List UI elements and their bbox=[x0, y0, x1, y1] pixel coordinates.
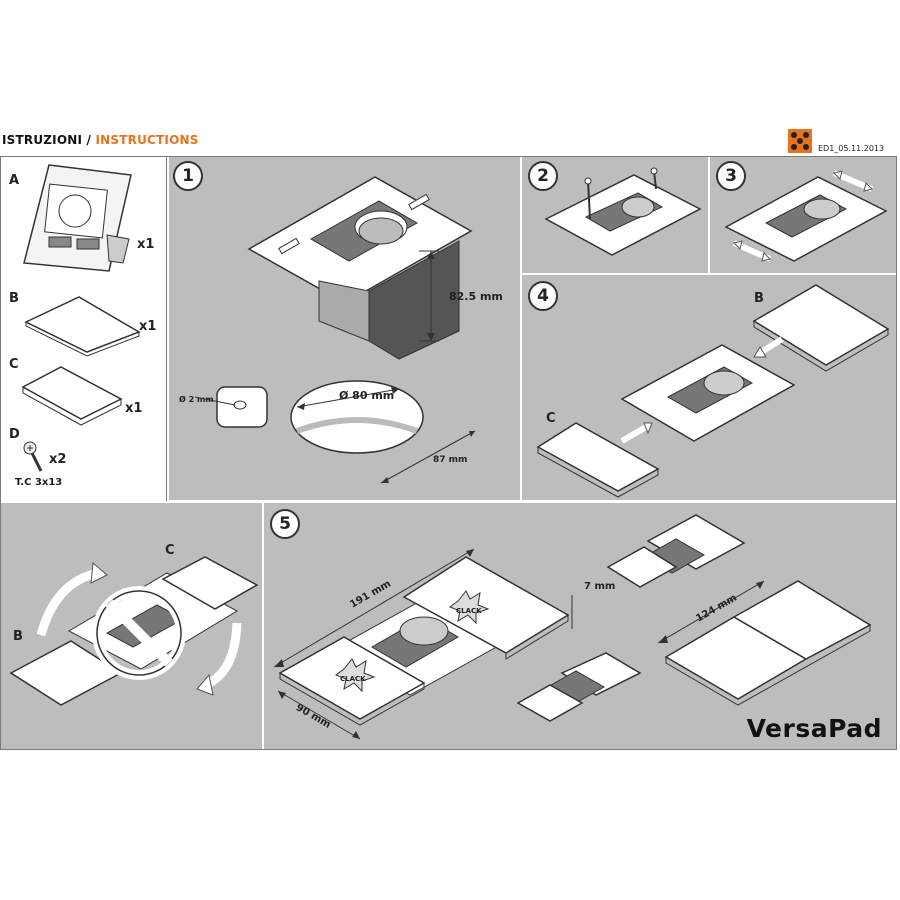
removal-cover-c-label: C bbox=[165, 543, 175, 558]
step-4-number: 4 bbox=[528, 281, 558, 311]
title-separator: / bbox=[82, 133, 96, 147]
step-4-cover-b bbox=[752, 284, 890, 372]
step-3-panel: 3 bbox=[710, 157, 896, 273]
title-english: INSTRUCTIONS bbox=[95, 133, 199, 147]
step-5-thickness: 7 mm bbox=[584, 581, 616, 592]
cutout-hole-illustration bbox=[290, 380, 476, 484]
step-5-number: 5 bbox=[270, 509, 300, 539]
rail-slide-illustration bbox=[724, 170, 888, 262]
cover-b-part-icon bbox=[24, 296, 141, 357]
brand-logo-icon bbox=[788, 129, 812, 153]
brand-wordmark: VersaPad bbox=[746, 714, 882, 743]
step-1-panel: 1 82.5 mm Ø 2 mm Ø 80 mm 87 mm bbox=[169, 157, 520, 500]
instruction-sheet bbox=[0, 156, 897, 750]
page-header: ISTRUZIONI / INSTRUCTIONS bbox=[2, 133, 199, 147]
part-d-qty: x2 bbox=[49, 452, 67, 467]
step-1-hole-diameter: Ø 2 mm bbox=[179, 395, 214, 404]
closed-pad-illustration bbox=[657, 580, 872, 706]
insert-c-arrow bbox=[620, 422, 653, 444]
parts-list-panel: A x1 B x1 C x1 D x2 T.C 3x13 bbox=[1, 157, 167, 501]
step-2-number: 2 bbox=[528, 161, 558, 191]
variant-open-small-illustration bbox=[516, 652, 642, 722]
step-4-cover-b-label: B bbox=[754, 291, 764, 306]
pilot-hole-detail bbox=[194, 386, 268, 428]
edition-code: ED1_05.11.2013 bbox=[818, 144, 885, 153]
clack-label-back: CLACK bbox=[456, 607, 482, 615]
step-4-cover-c bbox=[536, 422, 660, 498]
height-dimension-line bbox=[419, 250, 439, 342]
step-1-number: 1 bbox=[173, 161, 203, 191]
step-4-frame bbox=[620, 344, 796, 442]
screw-fixing-illustration bbox=[544, 167, 702, 256]
wrong-removal-illustration bbox=[9, 556, 259, 706]
step-1-cutout-width: 87 mm bbox=[433, 455, 468, 465]
part-b-label: B bbox=[9, 291, 19, 306]
part-c-label: C bbox=[9, 357, 19, 372]
variant-open-large-illustration bbox=[606, 514, 746, 588]
clack-label-front: CLACK bbox=[340, 675, 366, 683]
open-pad-illustration bbox=[273, 548, 573, 740]
title-italian: ISTRUZIONI bbox=[2, 133, 83, 147]
cover-c-part-icon bbox=[21, 366, 123, 426]
socket-frame-part-icon bbox=[23, 164, 132, 272]
part-b-qty: x1 bbox=[139, 319, 157, 334]
step-4-cover-c-label: C bbox=[546, 411, 556, 426]
step-4-panel: 4 B C bbox=[522, 275, 896, 500]
part-c-qty: x1 bbox=[125, 401, 143, 416]
step-5-panel: 5 191 mm 7 mm 90 mm CLACK CLACK 124 mm bbox=[264, 503, 896, 749]
part-a-label: A bbox=[9, 173, 20, 188]
step-2-panel: 2 bbox=[522, 157, 708, 273]
removal-cover-b-label: B bbox=[13, 629, 23, 644]
removal-panel: C B bbox=[1, 503, 262, 749]
step-3-number: 3 bbox=[716, 161, 746, 191]
part-d-label: D bbox=[9, 427, 20, 442]
step-1-height: 82.5 mm bbox=[449, 290, 503, 303]
insert-b-arrow bbox=[753, 336, 784, 358]
screw-icon bbox=[23, 441, 43, 472]
socket-box-illustration bbox=[247, 176, 473, 360]
step-1-cutout-diameter: Ø 80 mm bbox=[339, 389, 395, 402]
part-a-qty: x1 bbox=[137, 237, 155, 252]
screw-spec: T.C 3x13 bbox=[15, 477, 63, 488]
